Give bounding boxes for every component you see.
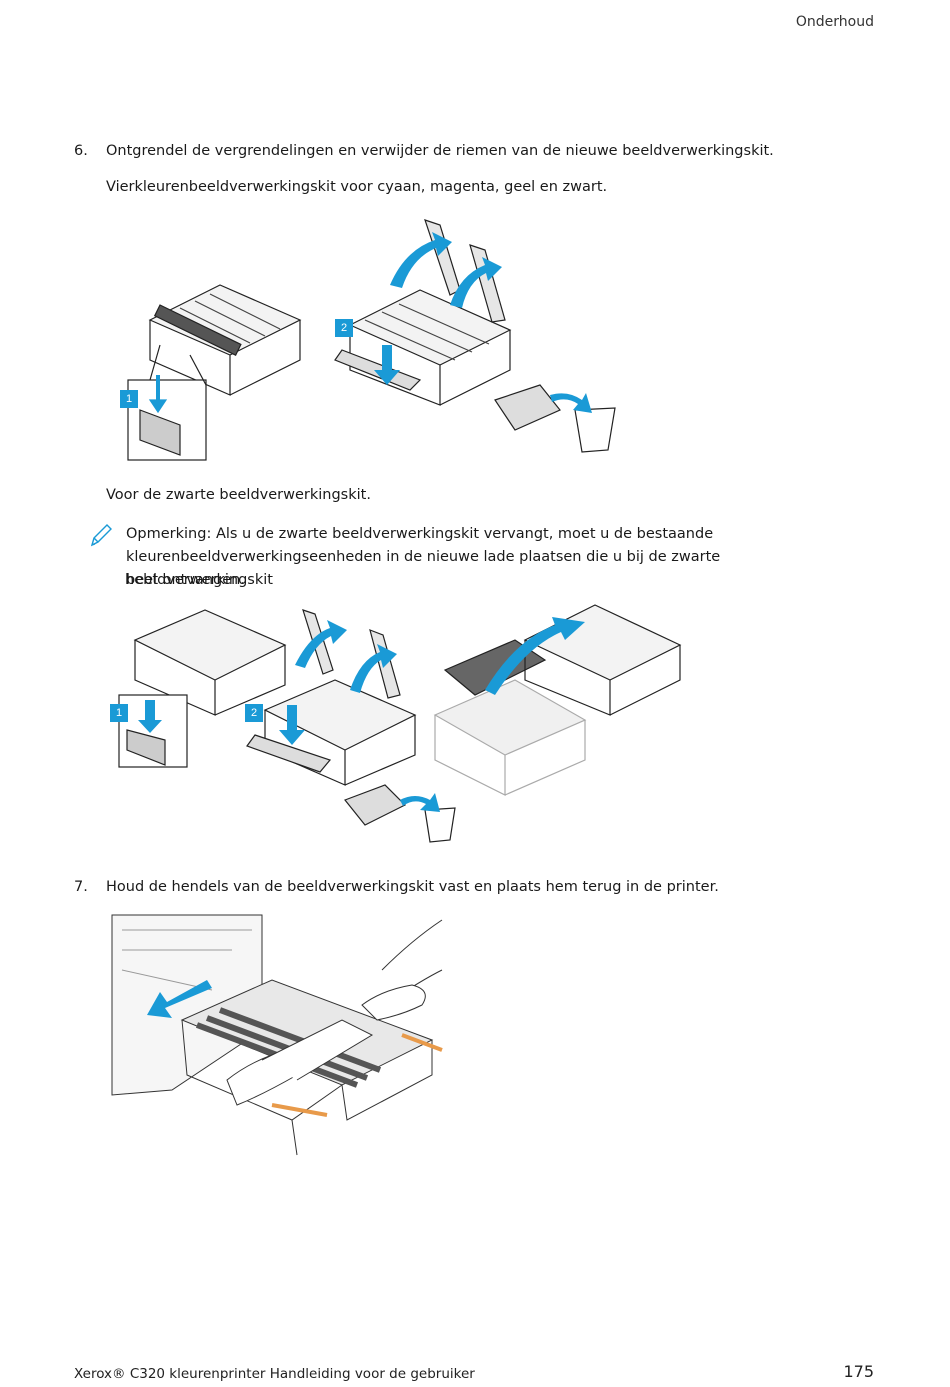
step-7-text: Houd de hendels van de beeldverwerkingsk… [106,879,719,895]
printer-insert-illustration [111,910,452,1160]
step-badge-2: 2 [245,704,263,722]
footer-manual-title: Xerox® C320 kleurenprinter Handleiding v… [74,1366,475,1382]
footer-page-number: 175 [843,1362,874,1381]
section-header: Onderhoud [795,14,874,30]
note-line-3: hebt ontvangen. [125,572,245,588]
step-badge-1: 1 [120,390,138,408]
color-kit-drawing [127,219,616,461]
step-badge-2: 2 [335,319,353,337]
insert-kit-drawing [111,914,443,1156]
note-line-1: Opmerking: Als u de zwarte beeldverwerki… [126,526,714,542]
step-badge-1: 1 [110,704,128,722]
step-6-text: Ontgrendel de vergrendelingen en verwijd… [106,143,774,159]
step-7-number: 7. [74,879,88,895]
note-line-2: kleurenbeeldverwerkingseenheden in de ni… [126,549,721,588]
pencil-icon-svg [90,524,112,547]
color-imaging-kit-illustration: 1 2 [120,210,620,470]
black-kit-label: Voor de zwarte beeldverwerkingskit. [106,487,371,503]
black-imaging-kit-illustration: 1 2 [110,600,685,850]
pencil-icon [88,521,114,549]
black-kit-drawing [118,604,682,843]
step-6-number: 6. [74,143,88,159]
step-6-subtitle: Vierkleurenbeeldverwerkingskit voor cyaa… [106,179,608,195]
